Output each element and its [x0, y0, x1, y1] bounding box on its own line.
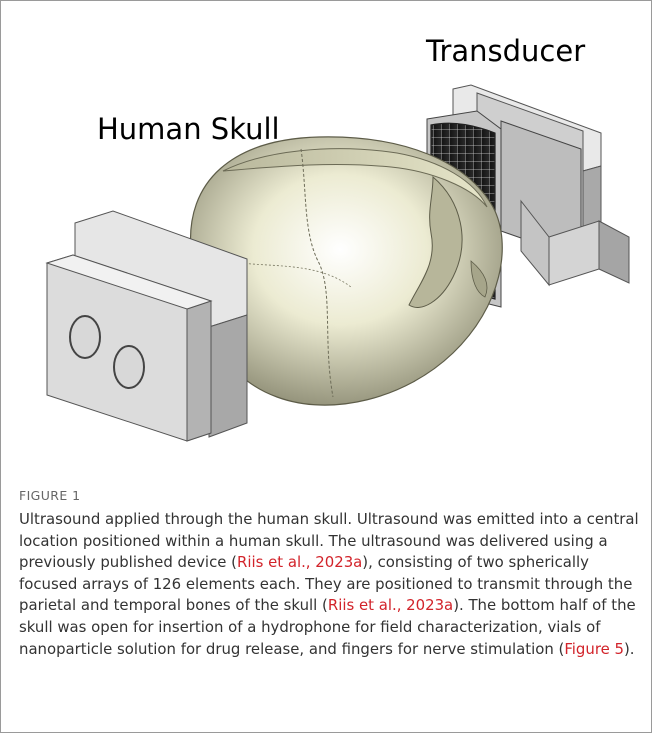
caption-text: ). — [624, 640, 635, 658]
skull-label: Human Skull — [97, 112, 280, 146]
transducer-port-left — [70, 316, 100, 358]
figure-caption: FIGURE 1 Ultrasound applied through the … — [19, 488, 641, 660]
figure-illustration: Transducer Human Skull — [1, 1, 653, 471]
figure-link[interactable]: Figure 5 — [564, 640, 624, 658]
transducer-label: Transducer — [425, 34, 585, 68]
figure-number: FIGURE 1 — [19, 488, 641, 503]
citation-link[interactable]: Riis et al., 2023a — [237, 553, 362, 571]
caption-body: Ultrasound applied through the human sku… — [19, 509, 641, 660]
transducer-port-right — [114, 346, 144, 388]
citation-link[interactable]: Riis et al., 2023a — [328, 596, 453, 614]
